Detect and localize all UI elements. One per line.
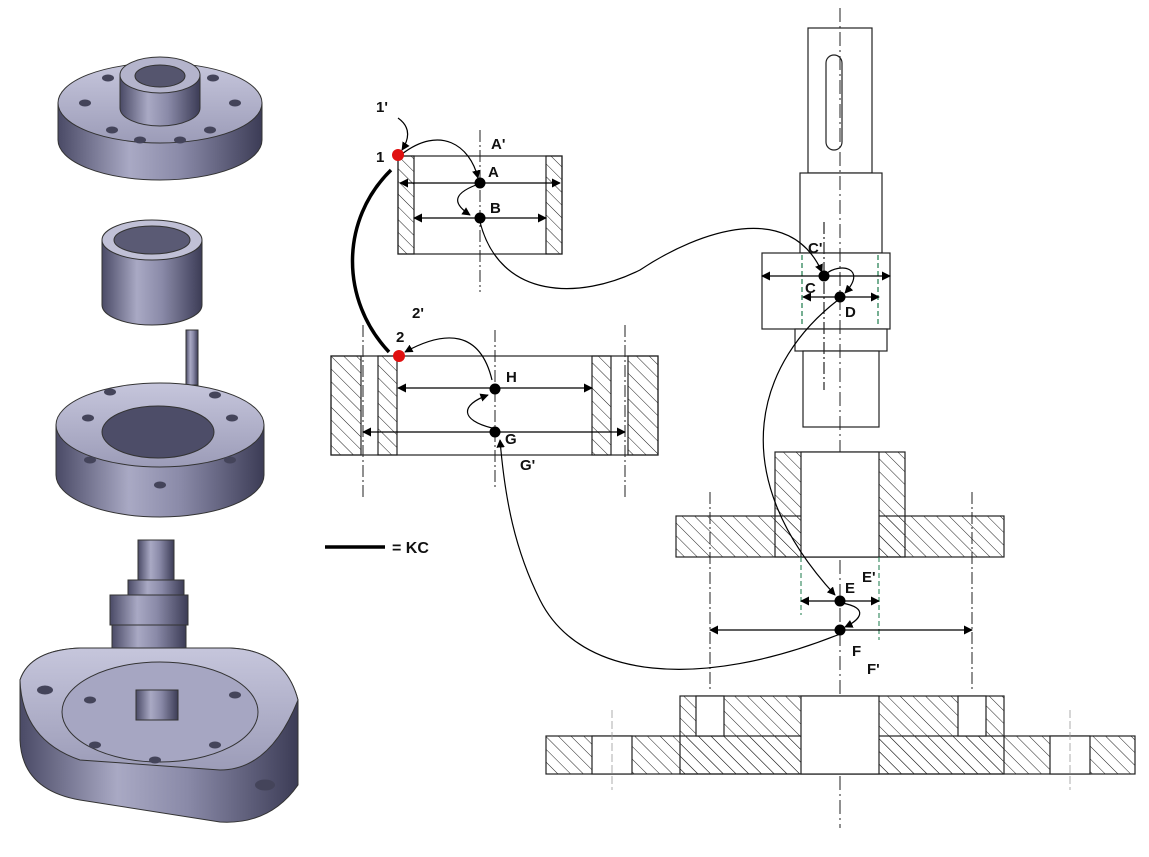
base-part	[19, 647, 299, 823]
label-A: A	[488, 164, 499, 181]
large-flange-section	[330, 325, 659, 500]
label-Cp: C'	[808, 240, 822, 257]
label-Gp: G'	[520, 457, 535, 474]
bushing-section	[397, 130, 563, 292]
feature-points	[474, 177, 846, 636]
label-C: C	[805, 280, 816, 297]
arrow-1p-to-1	[397, 117, 410, 151]
point-labels: 1' 1 A' A B 2' 2 H G G' C' C D E E' F F'	[376, 99, 880, 678]
point-A	[474, 177, 486, 189]
reference-point-1	[392, 149, 404, 161]
label-H: H	[506, 369, 517, 386]
large-flange-part	[55, 382, 265, 518]
arrow-C-to-D	[825, 267, 855, 294]
exploded-assembly-view	[19, 56, 299, 823]
point-H	[489, 383, 501, 395]
arrow-E-to-F	[841, 602, 861, 628]
label-Fp: F'	[867, 661, 880, 678]
base-section	[545, 695, 1136, 790]
label-E: E	[845, 580, 855, 597]
label-Ep: E'	[862, 569, 876, 586]
label-1: 1	[376, 149, 384, 166]
arrow-A-to-B	[457, 184, 477, 216]
arrow-1-to-A	[401, 139, 481, 179]
top-flange-part	[57, 56, 263, 181]
shaft-section	[761, 27, 891, 428]
label-D: D	[845, 304, 856, 321]
bushing-part	[101, 219, 203, 326]
point-E	[834, 595, 846, 607]
label-2: 2	[396, 329, 404, 346]
kc-legend-label: = KC	[392, 540, 429, 557]
reference-point-2	[393, 350, 405, 362]
arrow-H-to-2	[404, 337, 493, 381]
point-G	[489, 426, 501, 438]
key-part	[185, 329, 199, 386]
point-F	[834, 624, 846, 636]
point-C	[818, 270, 830, 282]
label-1p: 1'	[376, 99, 388, 116]
arrow-B-to-C	[479, 221, 823, 290]
arrow-F-to-G	[496, 439, 841, 670]
label-Ap: A'	[491, 136, 505, 153]
label-F: F	[852, 643, 861, 660]
point-D	[834, 291, 846, 303]
point-B	[474, 212, 486, 224]
legend: = KC	[325, 540, 429, 557]
kc-curve	[350, 168, 393, 354]
arrow-D-to-E	[762, 299, 839, 596]
label-B: B	[490, 200, 501, 217]
connection-arrows	[397, 117, 861, 670]
label-G: G	[505, 431, 517, 448]
middle-flange-section	[675, 451, 1005, 690]
arrow-G-to-H	[467, 393, 493, 429]
label-2p: 2'	[412, 305, 424, 322]
